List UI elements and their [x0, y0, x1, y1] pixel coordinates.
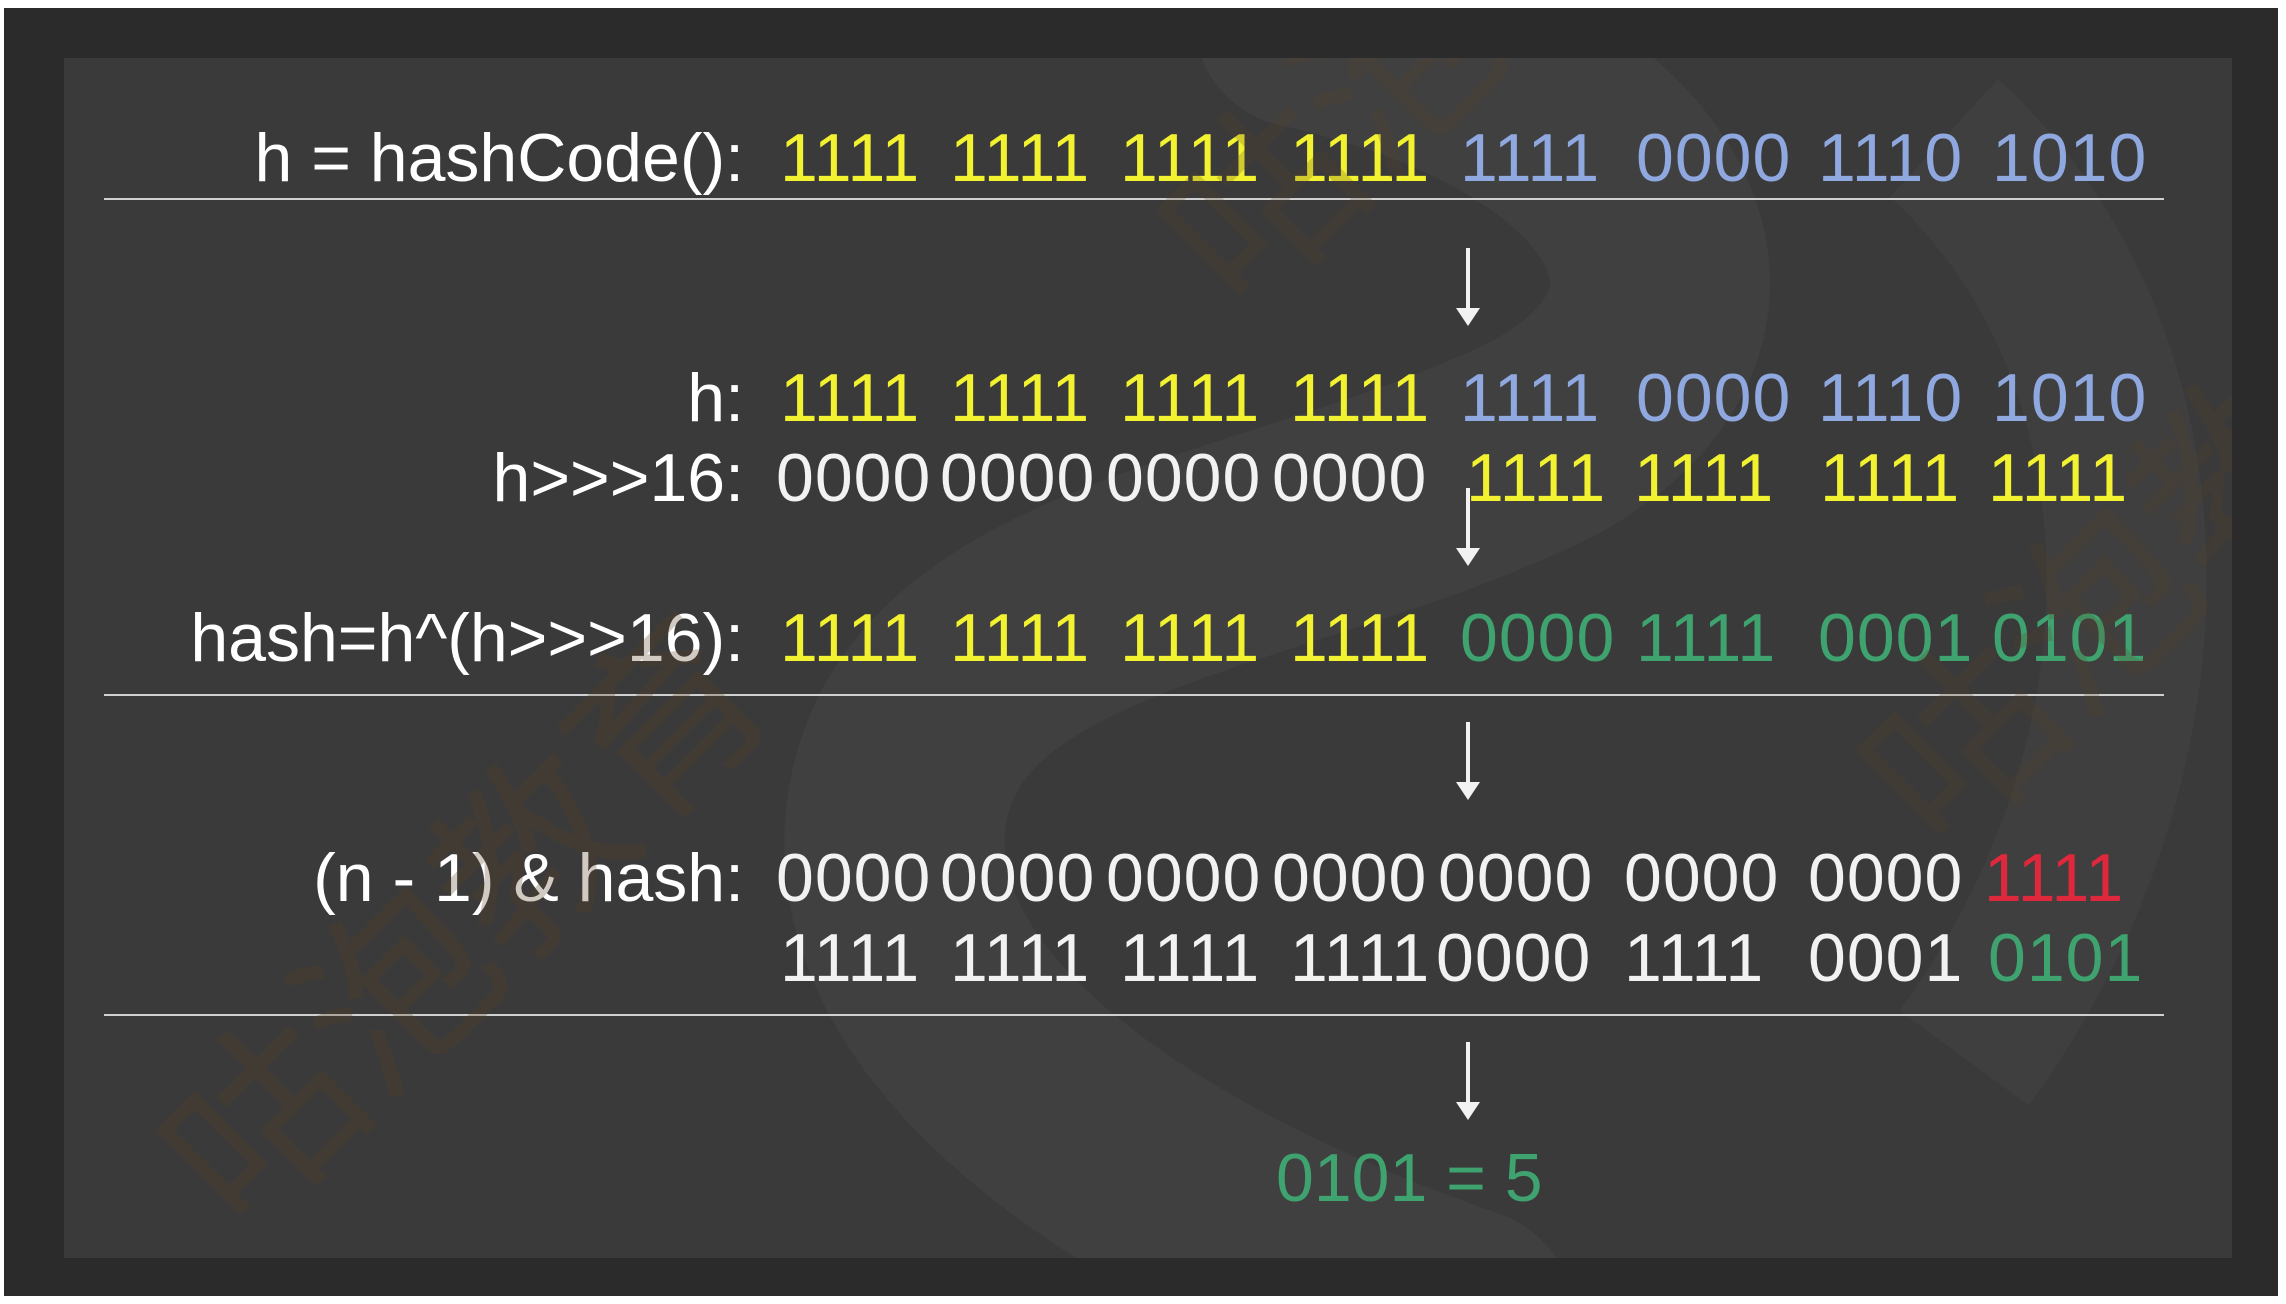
bit-group-h-shift-16: 1111 [1466, 440, 1607, 516]
down-arrow-icon [1456, 1042, 1480, 1122]
label-index-and: (n - 1) & hash: [313, 840, 744, 916]
label-h: h: [687, 360, 744, 436]
bit-group-h-shift-16: 0000 [776, 440, 932, 516]
bit-group-h-shift-16: 0000 [1106, 440, 1262, 516]
bit-group-hash-bits: 0101 [1988, 920, 2144, 996]
bit-group-mask: 0000 [776, 840, 932, 916]
bit-group-hash-xor: 1111 [1290, 600, 1431, 676]
bit-group-hash-xor: 1111 [950, 600, 1091, 676]
bit-group-h: 1111 [1290, 360, 1431, 436]
bit-group-h: 1110 [1818, 360, 1964, 436]
divider-line [104, 1014, 2164, 1016]
bit-group-h: 1010 [1992, 360, 2148, 436]
bit-group-mask: 0000 [1438, 840, 1594, 916]
bit-group-h-shift-16: 0000 [1272, 440, 1428, 516]
bit-group-hash-xor: 0101 [1992, 600, 2148, 676]
bit-group-h-shift-16: 0000 [940, 440, 1096, 516]
bit-group-hash-bits: 1111 [950, 920, 1091, 996]
label-hash-xor: hash=h^(h>>>16): [190, 600, 744, 676]
background-swoosh [784, 58, 2207, 1258]
down-arrow-icon [1456, 488, 1480, 568]
bit-group-mask: 0000 [940, 840, 1096, 916]
bit-group-h: 1111 [1460, 360, 1601, 436]
divider-line [104, 694, 2164, 696]
bit-group-hash-xor: 0000 [1460, 600, 1616, 676]
bit-group-mask: 1111 [1984, 840, 2125, 916]
bit-group-mask: 0000 [1808, 840, 1964, 916]
bit-group-h: 1111 [950, 360, 1091, 436]
bit-group-hashcode: 0000 [1636, 120, 1792, 196]
bit-group-hashcode: 1111 [1460, 120, 1601, 196]
result-value: 0101 = 5 [1276, 1140, 1543, 1216]
bit-group-hashcode: 1110 [1818, 120, 1964, 196]
bit-group-h: 1111 [1120, 360, 1261, 436]
bit-group-hash-bits: 0000 [1436, 920, 1592, 996]
bit-group-mask: 0000 [1624, 840, 1780, 916]
label-hashcode: h = hashCode(): [254, 120, 744, 196]
bit-group-hash-bits: 1111 [1120, 920, 1261, 996]
bit-group-hash-bits: 1111 [1624, 920, 1765, 996]
down-arrow-icon [1456, 248, 1480, 328]
bit-group-hashcode: 1111 [950, 120, 1091, 196]
bit-group-hash-bits: 1111 [780, 920, 921, 996]
bit-group-mask: 0000 [1106, 840, 1262, 916]
down-arrow-icon [1456, 722, 1480, 802]
divider-line [104, 198, 2164, 200]
bit-group-hash-bits: 1111 [1290, 920, 1431, 996]
bit-group-h-shift-16: 1111 [1988, 440, 2129, 516]
bit-group-hash-xor: 1111 [1120, 600, 1261, 676]
bit-group-hash-xor: 1111 [1636, 600, 1777, 676]
bit-group-hashcode: 1010 [1992, 120, 2148, 196]
bit-group-hash-bits: 0001 [1808, 920, 1964, 996]
bit-group-hashcode: 1111 [1290, 120, 1431, 196]
bit-group-h: 0000 [1636, 360, 1792, 436]
bit-group-hash-xor: 0001 [1818, 600, 1974, 676]
bit-group-hashcode: 1111 [780, 120, 921, 196]
bit-group-hashcode: 1111 [1120, 120, 1261, 196]
bit-group-mask: 0000 [1272, 840, 1428, 916]
slide-frame: h = hashCode(): h: h>>>16: hash=h^(h>>>1… [4, 8, 2278, 1296]
bit-group-hash-xor: 1111 [780, 600, 921, 676]
bit-group-h-shift-16: 1111 [1634, 440, 1775, 516]
diagram-panel: h = hashCode(): h: h>>>16: hash=h^(h>>>1… [64, 58, 2232, 1258]
bit-group-h: 1111 [780, 360, 921, 436]
label-h-shift-16: h>>>16: [492, 440, 744, 516]
bit-group-h-shift-16: 1111 [1820, 440, 1961, 516]
